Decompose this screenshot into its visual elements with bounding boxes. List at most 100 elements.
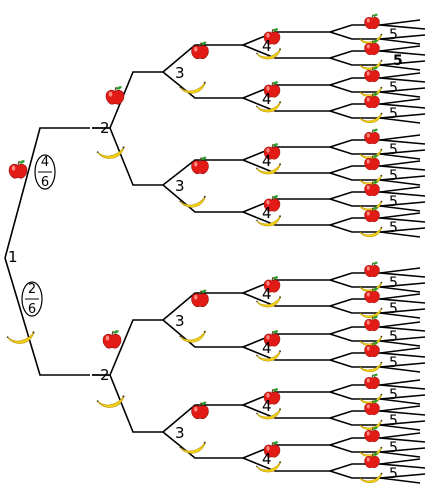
edge-leaf-10-b2: [379, 336, 426, 342]
edge-l5-7-banana: [329, 224, 421, 238]
edge-leaf-2-b2: [379, 87, 426, 93]
edge-leaf-3-b2: [379, 113, 426, 119]
edge-leaf-6-b2: [379, 201, 426, 207]
level-label-5: 5: [389, 27, 398, 43]
level-label-5: 5: [389, 142, 398, 158]
apple-icon: [363, 12, 381, 30]
edge-l5-4-banana: [329, 146, 421, 160]
edge-leaf-12-a2: [379, 384, 426, 390]
apple-icon: [363, 372, 381, 390]
banana-icon: [96, 145, 126, 159]
edge-l3-1-apple: [162, 159, 243, 186]
tree-fruits: [6, 12, 383, 484]
edge-leaf-8-a2: [379, 272, 426, 278]
apple-icon: [190, 40, 210, 60]
level-label-5: 5: [389, 80, 398, 96]
level-label-5: 5: [389, 440, 398, 456]
edge-l4-0-apple: [242, 31, 330, 46]
edge-l3-1-banana: [162, 184, 243, 213]
edge-leaf-9-b2: [379, 308, 426, 314]
edge-l4-2-apple: [242, 146, 330, 161]
banana-icon: [179, 441, 207, 454]
level-label-4: 4: [262, 397, 272, 415]
edge-l5-15-banana: [329, 470, 421, 484]
edge-l5-13-banana: [329, 417, 421, 431]
level-label-3: 3: [175, 177, 185, 195]
level-label-5: 5: [389, 329, 398, 345]
edge-l4-5-apple: [242, 333, 330, 348]
banana-probability-numerator: 2: [28, 282, 36, 297]
level-label-5: 5: [389, 194, 398, 210]
level-label-5: 5: [389, 168, 398, 184]
edge-l4-3-banana: [242, 211, 330, 226]
banana-icon: [179, 81, 207, 94]
edge-l5-8-banana: [329, 279, 421, 293]
level-label-5: 5: [393, 53, 403, 69]
banana-icon: [96, 394, 126, 408]
edge-l4-3-apple: [242, 198, 330, 213]
edge-leaf-13-a2: [379, 410, 426, 416]
edge-leaf-12-b2: [379, 394, 426, 400]
edge-l3-0-banana: [162, 71, 243, 99]
edge-l4-1-banana: [242, 97, 330, 112]
edge-leaf-10-a2: [379, 326, 426, 332]
level-label-4: 4: [262, 90, 272, 108]
edge-leaf-4-a2: [379, 139, 426, 145]
level-label-5: 5: [389, 106, 398, 122]
edge-leaf-0-a2: [379, 24, 426, 30]
level-label-5: 5: [389, 466, 398, 482]
tree-edges: [4, 19, 426, 484]
level-label-3: 3: [175, 424, 185, 442]
edge-l3-2-banana: [162, 319, 243, 348]
edge-leaf-7-b2: [379, 227, 426, 233]
banana-probability-denominator: 6: [28, 302, 36, 317]
edge-leaf-13-b2: [379, 420, 426, 426]
edge-leaf-1-a2: [379, 50, 426, 56]
edge-leaf-14-b2: [379, 447, 426, 453]
edge-l4-0-banana: [242, 44, 330, 59]
edge-l4-4-apple: [242, 279, 330, 294]
edge-l4-7-apple: [242, 444, 330, 459]
level-label-5: 5: [389, 301, 398, 317]
banana-probability: 2 6: [21, 281, 43, 317]
level-label-5: 5: [389, 220, 398, 236]
edge-l5-2-banana: [329, 84, 421, 98]
edge-l3-3-banana: [162, 431, 243, 459]
level-label-4: 4: [262, 285, 272, 303]
edge-leaf-11-b2: [379, 362, 426, 368]
edge-l5-9-banana: [329, 305, 421, 319]
apple-icon: [190, 155, 210, 175]
level-label-4: 4: [262, 450, 272, 468]
edge-leaf-0-b2: [379, 34, 426, 40]
edge-l4-6-apple: [242, 391, 330, 406]
apple-icon: [190, 400, 210, 420]
edge-leaf-5-a2: [379, 165, 426, 171]
edge-leaf-15-a2: [379, 463, 426, 469]
level-label-2: 2: [100, 366, 110, 384]
edge-l4-2-banana: [242, 159, 330, 174]
edge-l4-5-banana: [242, 346, 330, 361]
level-label-5: 5: [389, 413, 398, 429]
edge-l5-1-banana: [329, 57, 421, 71]
level-label-4: 4: [262, 152, 272, 170]
edge-l4-1-apple: [242, 84, 330, 99]
level-label-4: 4: [262, 204, 272, 222]
edge-l5-3-banana: [329, 110, 421, 124]
apple-icon: [363, 127, 381, 145]
apple-icon: [8, 158, 28, 179]
edge-l5-6-banana: [329, 198, 421, 212]
level-label-4: 4: [262, 37, 272, 55]
edge-l4-6-banana: [242, 404, 330, 419]
edge-leaf-6-a2: [379, 191, 426, 197]
edge-l3-3-apple: [162, 404, 243, 433]
level-label-4: 4: [262, 339, 272, 357]
edge-l5-11-banana: [329, 359, 421, 373]
edge-leaf-7-a2: [379, 217, 426, 223]
edge-root-apple: [4, 127, 90, 259]
level-label-2: 2: [100, 119, 110, 137]
edge-leaf-1-b2: [379, 60, 426, 66]
edge-leaf-4-b2: [379, 149, 426, 155]
edge-leaf-9-a2: [379, 298, 426, 304]
